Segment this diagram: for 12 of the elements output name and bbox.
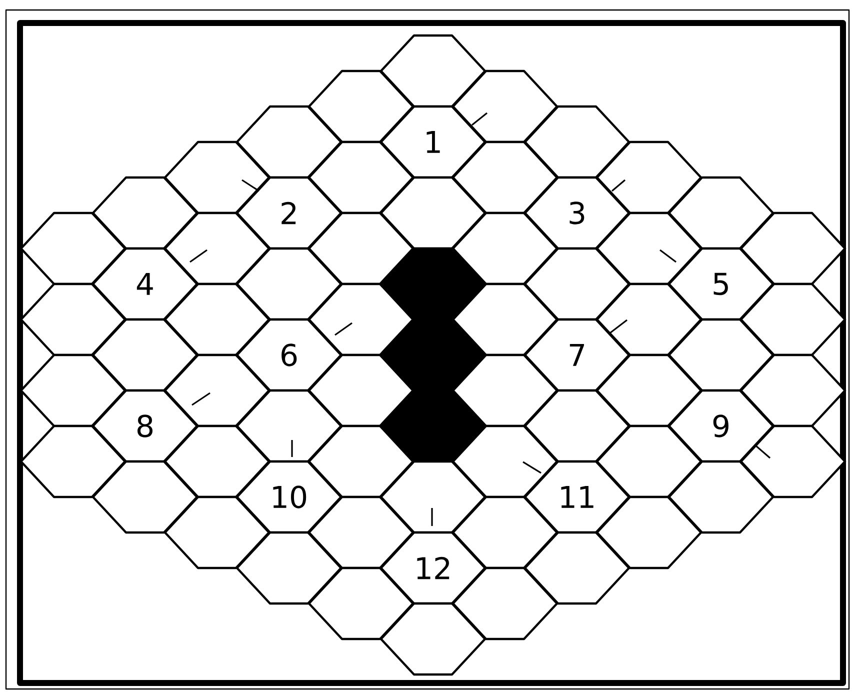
hex-number: 6 <box>282 344 297 366</box>
hex-number: 4 <box>136 273 153 295</box>
hex-number: 1 <box>426 131 440 153</box>
hex-number: 8 <box>138 414 152 438</box>
hex-number: 9 <box>713 414 728 438</box>
hex-number: 7 <box>570 344 584 366</box>
hex-number: 2 <box>282 202 296 224</box>
hex-number: 12 <box>417 556 450 580</box>
hex-number: 10 <box>273 486 306 508</box>
hex-number: 3 <box>570 202 584 224</box>
hex-number: 11 <box>561 486 594 508</box>
hex-number: 5 <box>714 272 728 296</box>
